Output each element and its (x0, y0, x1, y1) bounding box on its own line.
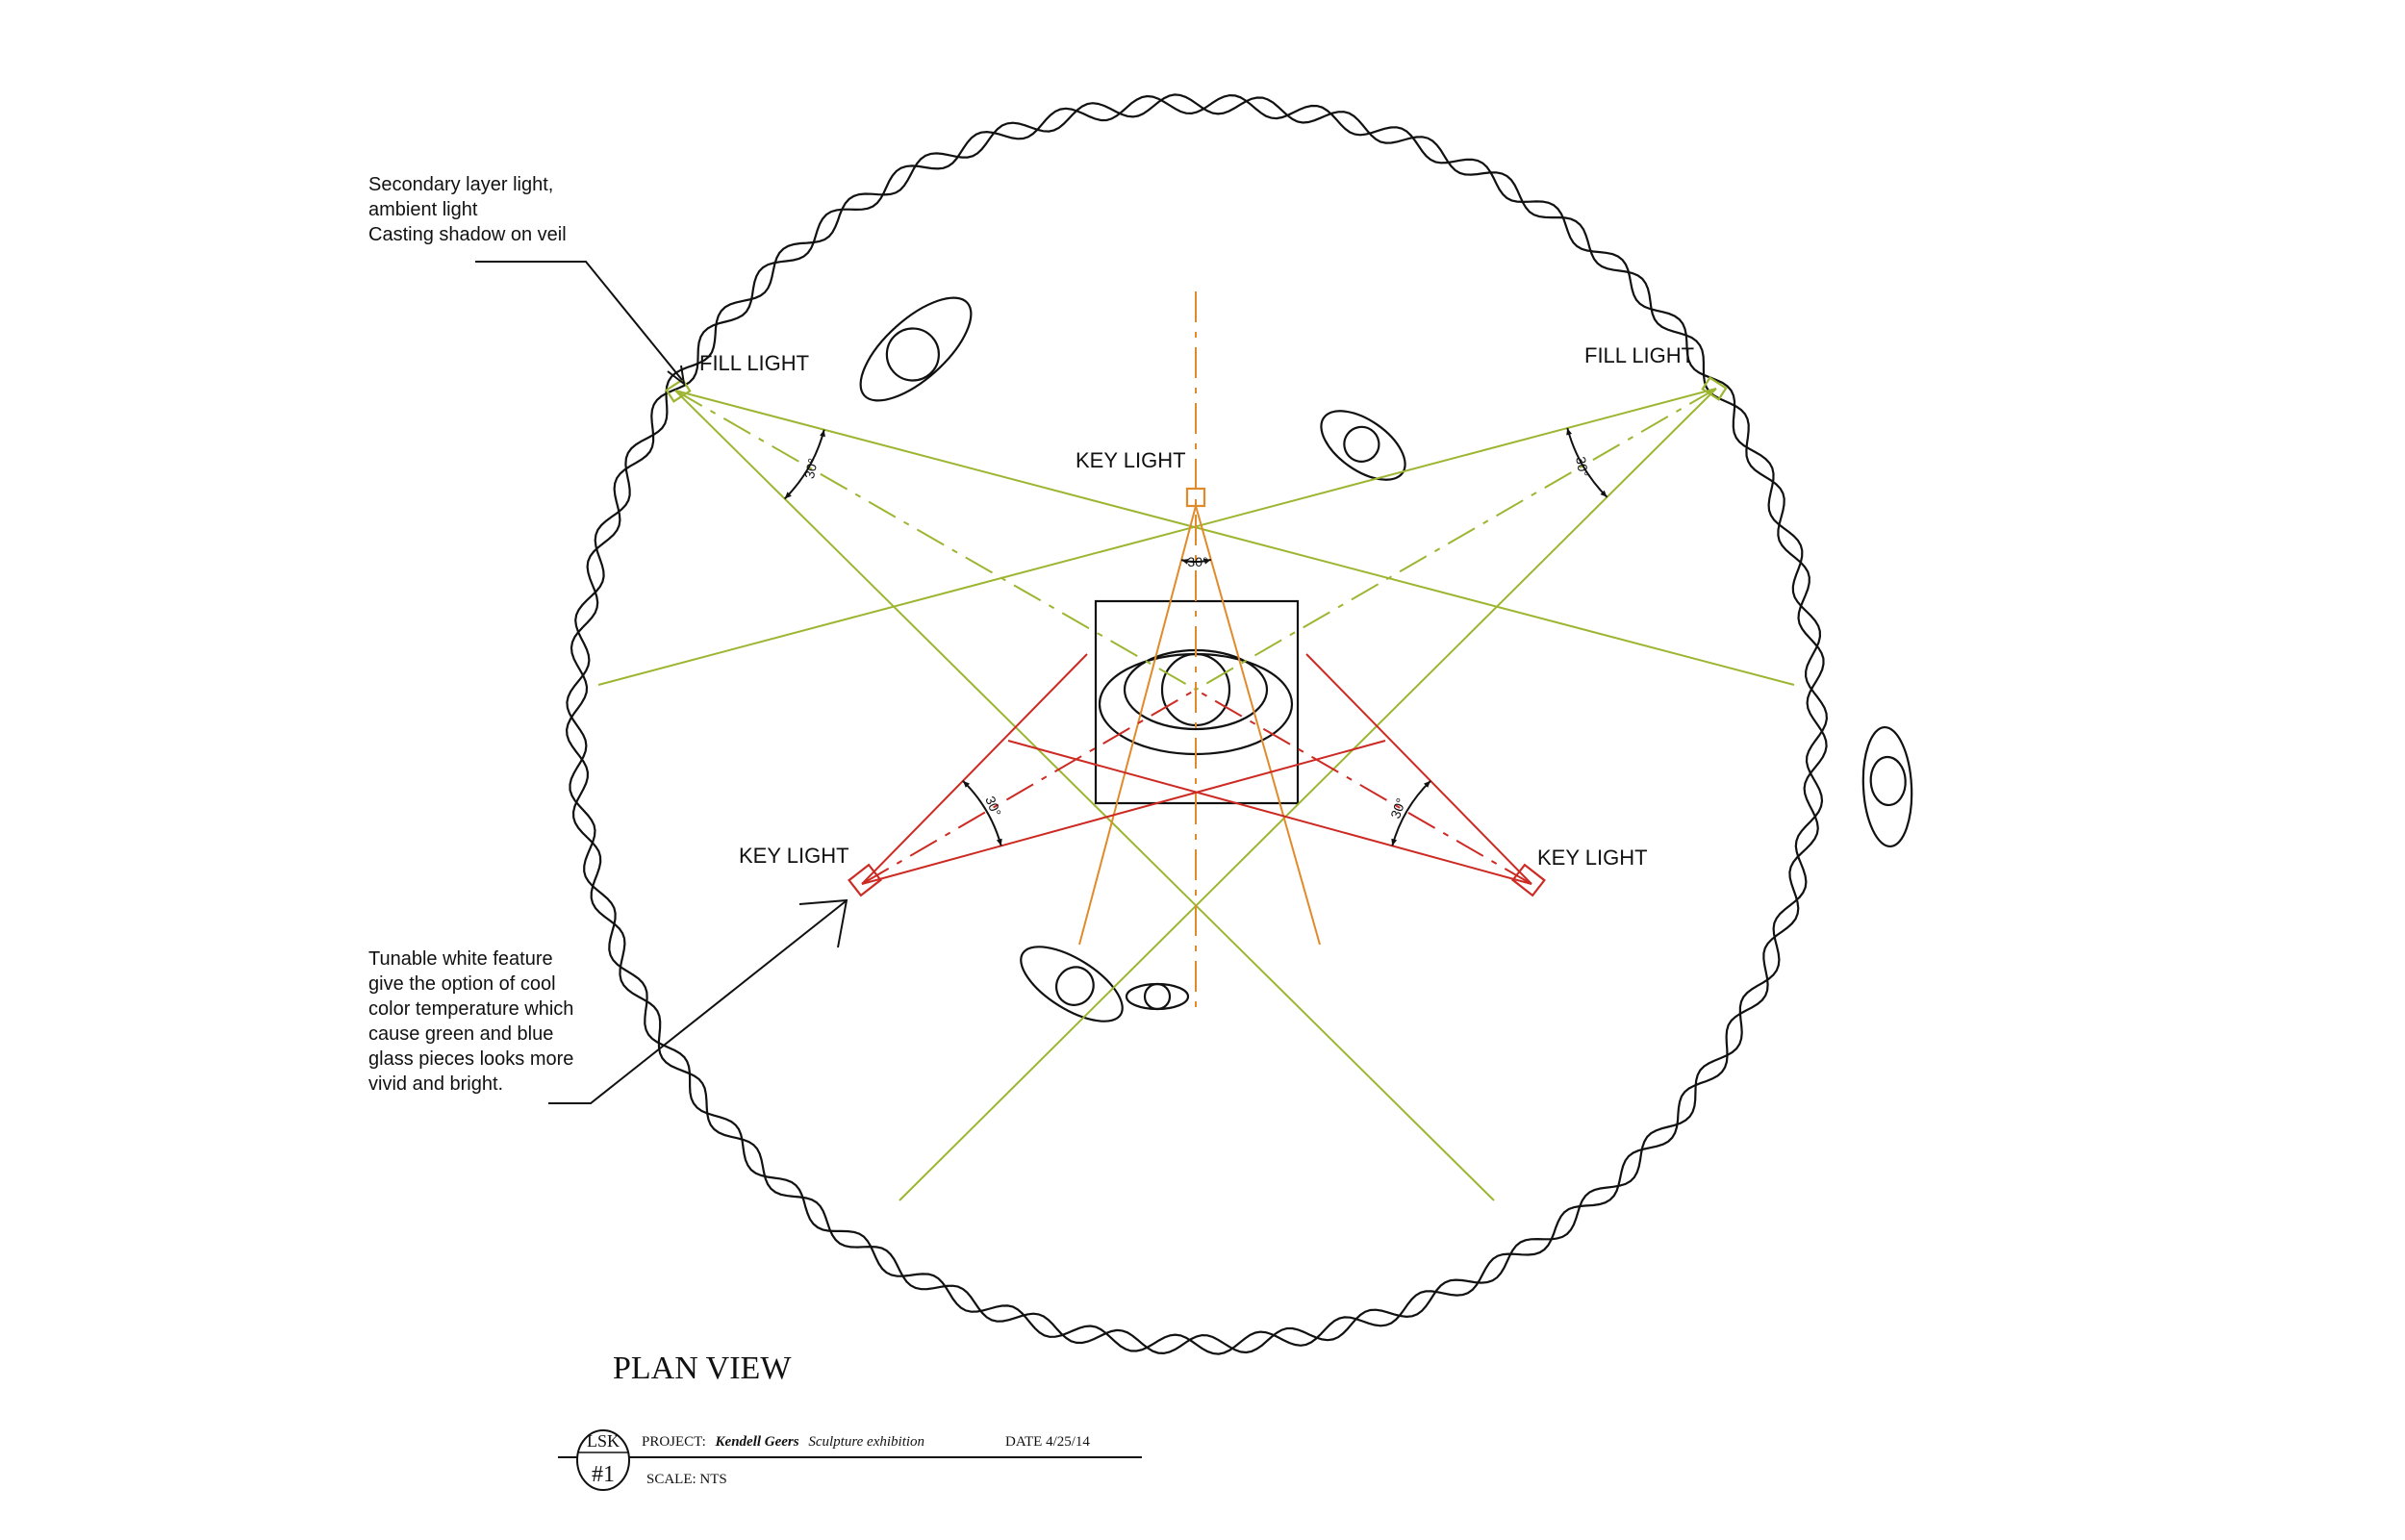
angle-arrowhead (1391, 838, 1398, 846)
fill-light-beams (597, 388, 1795, 1201)
note-tunable-line-5: glass pieces looks more (368, 1048, 573, 1070)
key-light-top-fixture (1185, 487, 1206, 508)
note-secondary-line-2: ambient light (368, 199, 478, 220)
fill-light-left-fixture (665, 378, 692, 403)
project-desc: Sculpture exhibition (808, 1434, 924, 1450)
project-date: DATE 4/25/14 (1005, 1434, 1090, 1450)
label-key-light-top: KEY LIGHT (1076, 448, 1186, 472)
fill-light-right-fixture (1701, 376, 1728, 401)
label-fill-light-right: FILL LIGHT (1584, 343, 1694, 367)
label-key-light-left: KEY LIGHT (739, 844, 849, 868)
plan-view-title: PLAN VIEW (613, 1351, 792, 1386)
note-tunable-line-1: Tunable white feature (368, 948, 553, 970)
project-label: PROJECT: (642, 1434, 706, 1450)
note-tunable-line-6: vivid and bright. (368, 1073, 503, 1095)
veil-outline (565, 93, 1829, 1355)
veil-wave-outer (566, 93, 1828, 1355)
veil-wave-inner (565, 93, 1829, 1355)
project-line: PROJECT: Kendell Geers Sculpture exhibit… (642, 1434, 924, 1450)
label-key-light-right: KEY LIGHT (1537, 846, 1648, 870)
note-tunable-line-2: give the option of cool (368, 973, 556, 995)
angle-arc-fill-right (1566, 427, 1608, 498)
sculpture-piece (859, 296, 973, 402)
angle-label-key-left: 30° (982, 794, 1004, 819)
key-light-top-beam (1078, 291, 1321, 1010)
key-light-right-fixture (1511, 863, 1546, 897)
angle-arrowhead (1424, 780, 1431, 788)
note-tunable-line-3: color temperature which (368, 998, 573, 1020)
sculpture-piece (1861, 725, 1913, 848)
angle-arrowhead (1203, 558, 1211, 565)
label-fill-light-left: FILL LIGHT (699, 351, 809, 375)
angle-arrowhead (1600, 490, 1608, 497)
project-name: Kendell Geers (715, 1434, 799, 1450)
angle-label-key-top: 30° (1187, 554, 1207, 569)
angle-arrowhead (784, 492, 792, 499)
angle-arrowhead (1566, 428, 1572, 436)
title-block: LSK #1 PROJECT: Kendell Geers Sculpture … (558, 1429, 1142, 1491)
sheet-badge (576, 1429, 630, 1491)
angle-label-key-right: 30° (1387, 796, 1408, 820)
leader-tunable (548, 898, 848, 1104)
key-light-red-beams (861, 653, 1532, 885)
project-scale: SCALE: NTS (646, 1472, 727, 1487)
note-tunable-line-4: cause green and blue (368, 1023, 553, 1045)
angle-arrowhead (962, 780, 970, 788)
angle-arrowhead (996, 838, 1002, 846)
sheet-badge-top: LSK (587, 1431, 620, 1451)
angle-arrowhead (820, 429, 825, 438)
note-secondary-line-3: Casting shadow on veil (368, 224, 567, 245)
angle-arrowhead (1181, 559, 1189, 565)
angle-label-fill-right: 30° (1573, 455, 1591, 478)
sculpture-piece (1020, 946, 1124, 1022)
note-secondary-line-1: Secondary layer light, (368, 174, 553, 195)
sheet-badge-number: #1 (592, 1462, 615, 1487)
sculpture-pieces (859, 296, 1913, 1022)
leader-secondary (475, 261, 686, 387)
sculpture-piece (1320, 410, 1406, 481)
sculpture-piece (1125, 982, 1190, 1011)
angle-label-fill-left: 30° (801, 457, 821, 480)
key-light-left-fixture (848, 863, 882, 897)
